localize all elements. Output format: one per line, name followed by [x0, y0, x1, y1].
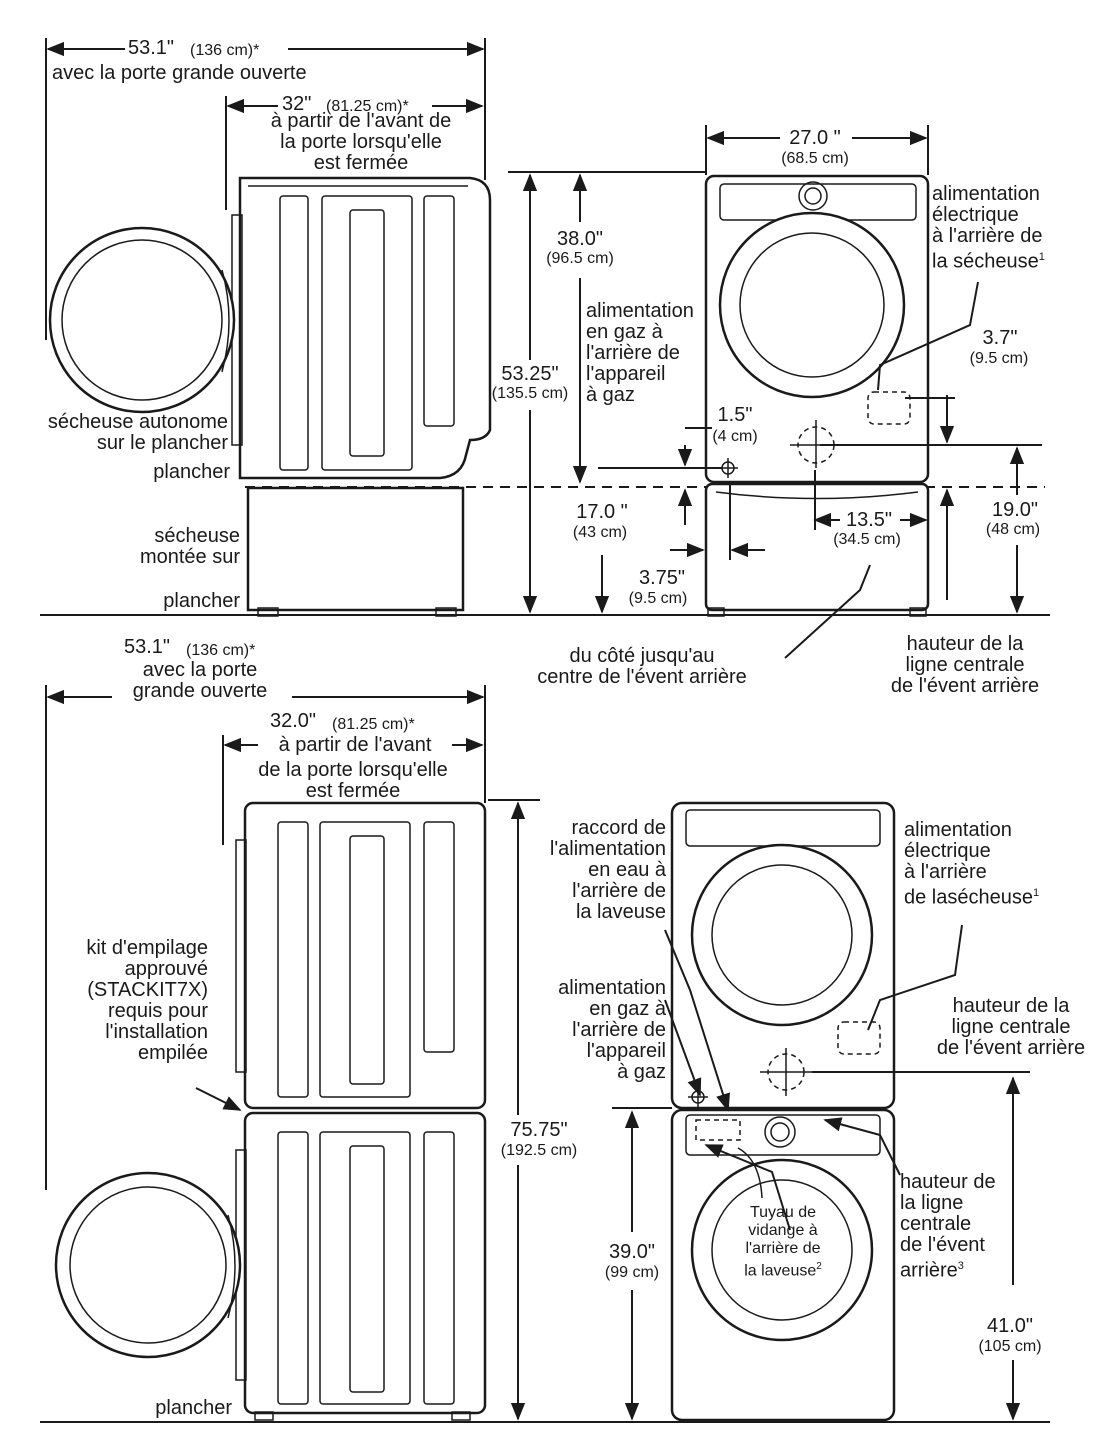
total-height-top-cm: (135.5 cm) — [491, 385, 569, 402]
dim-13-5-cm: (34.5 cm) — [833, 531, 901, 548]
standalone-label: sécheuse autonome sur le plancher — [47, 411, 228, 454]
dim-19-in: 19.0" — [991, 499, 1039, 521]
dim-39-cm: (99 cm) — [604, 1264, 660, 1281]
width-open-top-cm: (136 cm)* — [190, 42, 260, 59]
door-open-note-top: avec la porte grande ouverte — [52, 62, 307, 84]
depth-note-bottom-2: de la porte lorsqu'elle est fermée — [258, 759, 448, 802]
total-height-bottom-in: 75.75" — [510, 1119, 568, 1141]
water-leader — [664, 929, 730, 1112]
depth-closed-bottom-cm: (81.25 cm)* — [332, 716, 415, 733]
width-front-cm: (68.5 cm) — [781, 150, 849, 167]
dim-1-5-in: 1.5" — [717, 404, 753, 426]
width-front-in: 27.0 " — [789, 127, 841, 149]
dim-3-7-cm: (9.5 cm) — [969, 350, 1029, 367]
pedestal-side-view — [246, 486, 465, 617]
pedestal-label: sécheuse montée sur — [139, 525, 240, 568]
floor-label-2: plancher — [163, 590, 240, 612]
width-open-bottom-in: 53.1" — [124, 636, 171, 658]
dim-3-75-in: 3.75" — [638, 567, 686, 589]
dim-19-cm: (48 cm) — [985, 521, 1041, 538]
dim-17-cm: (43 cm) — [572, 524, 628, 541]
stacked-side-view — [235, 801, 487, 1421]
open-door-top — [48, 226, 236, 414]
stacked-front-view — [670, 801, 896, 1422]
electric-label-bottom: alimentation électrique à l'arrière de l… — [904, 819, 1040, 909]
depth-note-bottom-1: à partir de l'avant — [278, 734, 432, 756]
drain-leader — [704, 1144, 791, 1231]
dim-17-in: 17.0 " — [576, 501, 628, 523]
side-vent-label: du côté jusqu'au centre de l'évent arriè… — [537, 645, 747, 688]
dim-41-in: 41.0" — [986, 1315, 1034, 1337]
washer-vent-leader — [823, 1117, 901, 1176]
kit-leader — [195, 1087, 242, 1111]
total-height-bottom-cm: (192.5 cm) — [500, 1142, 578, 1159]
gas-label-bottom: alimentation en gaz à l'arrière de l'app… — [558, 977, 666, 1083]
gas-label-top: alimentation en gaz à l'arrière de l'app… — [586, 300, 694, 406]
floor-label-bottom: plancher — [155, 1397, 232, 1419]
depth-note-top: à partir de l'avant de la porte lorsqu'e… — [270, 110, 452, 174]
drain-hose-label: Tuyau de vidange à l'arrière de la laveu… — [744, 1204, 822, 1280]
dryer-side-view — [231, 176, 492, 480]
depth-closed-top-in: 32" — [282, 93, 312, 115]
dim-13-5-in: 13.5" — [845, 509, 893, 531]
pedestal-front-view — [704, 482, 930, 617]
vent-height-label-bottom: hauteur de la ligne centrale de l'évent … — [936, 995, 1086, 1059]
gas-leader-bottom — [664, 999, 702, 1097]
vent-height-label-top: hauteur de la ligne centrale de l'évent … — [890, 633, 1040, 697]
dim-1-5-cm: (4 cm) — [712, 428, 758, 445]
electric-leader-top — [877, 281, 979, 391]
dim-41-cm: (105 cm) — [978, 1338, 1042, 1355]
water-supply-label: raccord de l'alimentation en eau à l'arr… — [549, 817, 666, 923]
depth-closed-bottom-in: 32.0" — [270, 710, 317, 732]
electric-leader-bottom — [867, 924, 963, 1031]
height-upper-in: 38.0" — [556, 228, 604, 250]
width-open-bottom-cm: (136 cm)* — [186, 642, 256, 659]
floor-label-1: plancher — [153, 461, 230, 483]
dim-39-in: 39.0" — [608, 1241, 656, 1263]
dryer-front-view-top — [704, 174, 930, 484]
electric-label-top: alimentation électrique à l'arrière de l… — [932, 183, 1045, 273]
door-open-note-bottom: avec la porte grande ouverte — [132, 659, 268, 702]
height-upper-cm: (96.5 cm) — [546, 250, 614, 267]
open-door-bottom — [54, 1171, 242, 1359]
depth-closed-top-cm: (81.25 cm)* — [326, 98, 409, 115]
dim-3-7-in: 3.7" — [982, 327, 1018, 349]
washer-vent-label: hauteur de la ligne centrale de l'évent … — [900, 1171, 996, 1282]
total-height-top-in: 53.25" — [501, 363, 559, 385]
stacking-kit-label: kit d'empilage approuvé (STACKIT7X) requ… — [86, 937, 208, 1064]
width-open-top-in: 53.1" — [128, 37, 175, 59]
dim-3-75-cm: (9.5 cm) — [628, 590, 688, 607]
